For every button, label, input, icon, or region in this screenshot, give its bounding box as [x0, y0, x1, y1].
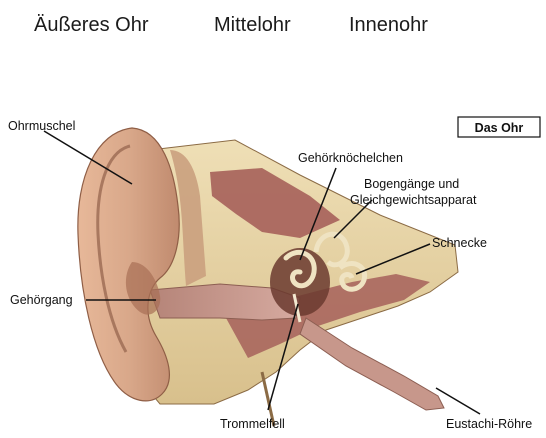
auricle	[78, 128, 179, 401]
header-inner-ear-label: Innenohr	[349, 14, 428, 37]
label-ohrmuschel: Ohrmuschel	[8, 119, 75, 133]
header-outer-ear-label: Äußeres Ohr	[34, 14, 148, 37]
figure-title: Das Ohr	[475, 121, 524, 135]
label-gehoergang: Gehörgang	[10, 293, 73, 307]
label-gehoerknoechelchen: Gehörknöchelchen	[298, 151, 403, 165]
label-bogengaenge-line1: Bogengänge und	[364, 177, 459, 191]
label-eustachi: Eustachi-Röhre	[446, 417, 532, 431]
leader-eustachi	[436, 388, 480, 414]
header-middle-ear-label: Mittelohr	[214, 14, 291, 37]
label-schnecke: Schnecke	[432, 236, 487, 250]
label-bogengaenge-line2: Gleichgewichtsapparat	[350, 193, 477, 207]
eustachian-tube	[300, 318, 444, 410]
ear-anatomy-diagram: Das Ohr Ohrmuschel Gehörknöchelchen Boge…	[0, 108, 546, 438]
label-trommelfell: Trommelfell	[220, 417, 285, 431]
